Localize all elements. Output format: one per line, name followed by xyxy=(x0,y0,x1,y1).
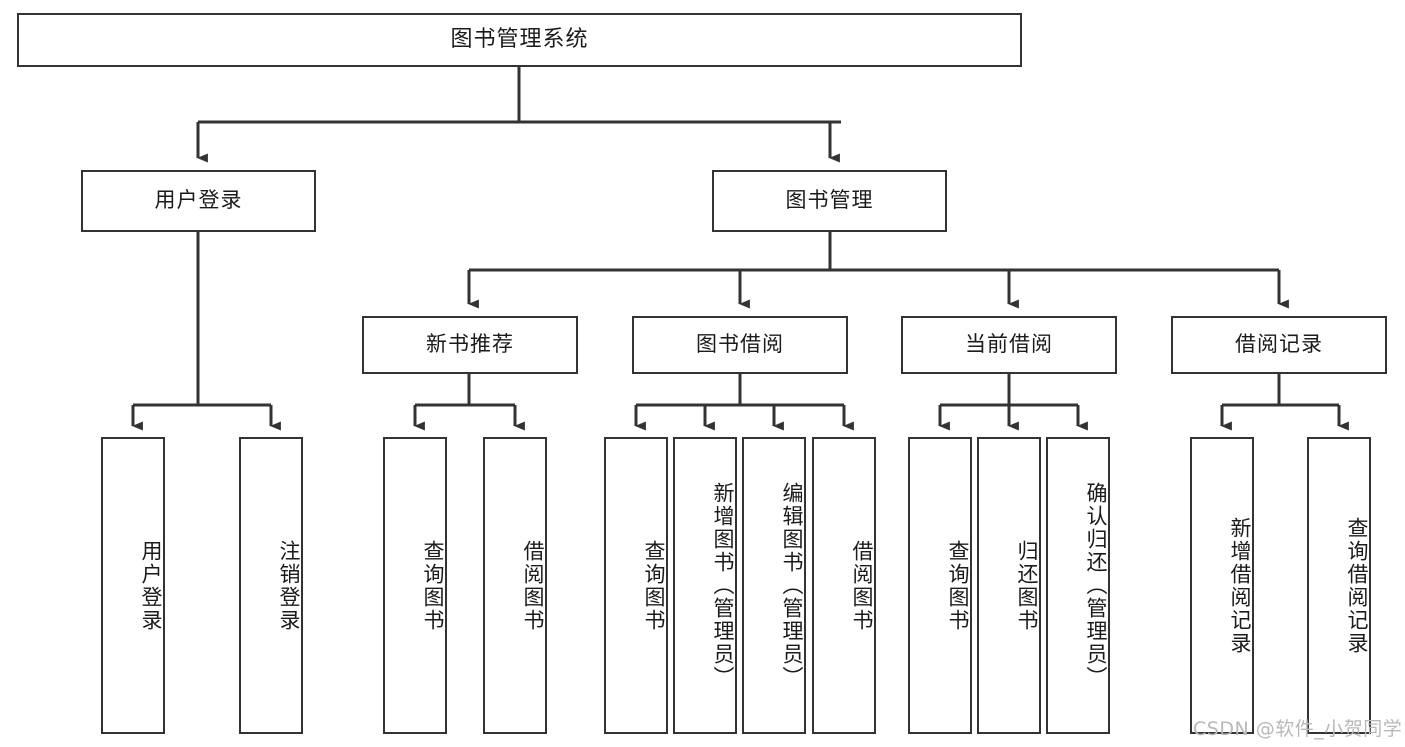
node-leaf-borrow-book-borrow[interactable]: 借阅图书 xyxy=(812,437,876,734)
node-label: 图书管理系统 xyxy=(450,26,589,52)
node-label: 编辑图书（管理员） xyxy=(780,482,804,689)
node-leaf-add-book-admin[interactable]: 新增图书（管理员） xyxy=(673,437,737,734)
node-label: 查询图书 xyxy=(642,539,666,632)
node-label: 用户登录 xyxy=(139,539,163,632)
node-label: 确认归还（管理员） xyxy=(1084,482,1108,689)
node-label: 注销登录 xyxy=(277,539,301,632)
node-label: 借阅图书 xyxy=(850,539,874,632)
node-current-borrow[interactable]: 当前借阅 xyxy=(901,316,1117,374)
node-borrow-record[interactable]: 借阅记录 xyxy=(1171,316,1387,374)
node-book-management[interactable]: 图书管理 xyxy=(712,170,947,232)
node-leaf-logout[interactable]: 注销登录 xyxy=(239,437,303,734)
node-user-login[interactable]: 用户登录 xyxy=(81,170,316,232)
node-new-book-recommend[interactable]: 新书推荐 xyxy=(362,316,578,374)
node-label: 图书管理 xyxy=(785,188,874,213)
node-label: 用户登录 xyxy=(154,188,243,213)
node-leaf-query-borrow-record[interactable]: 查询借阅记录 xyxy=(1307,437,1371,734)
watermark-text: CSDN @软件_小贺同学 xyxy=(1193,718,1403,740)
node-label: 借阅图书 xyxy=(521,539,545,632)
node-leaf-user-login[interactable]: 用户登录 xyxy=(101,437,165,734)
node-label: 归还图书 xyxy=(1015,539,1039,632)
node-label: 图书借阅 xyxy=(696,332,784,357)
node-leaf-add-borrow-record[interactable]: 新增借阅记录 xyxy=(1190,437,1254,734)
node-leaf-query-book-borrow[interactable]: 查询图书 xyxy=(604,437,668,734)
node-label: 新增借阅记录 xyxy=(1228,516,1252,655)
node-label: 查询图书 xyxy=(421,539,445,632)
node-leaf-return-book[interactable]: 归还图书 xyxy=(977,437,1041,734)
node-label: 借阅记录 xyxy=(1235,332,1323,357)
node-label: 新增图书（管理员） xyxy=(711,482,735,689)
node-leaf-confirm-return-admin[interactable]: 确认归还（管理员） xyxy=(1046,437,1110,734)
node-label: 新书推荐 xyxy=(426,332,514,357)
node-book-borrow[interactable]: 图书借阅 xyxy=(632,316,848,374)
node-label: 查询图书 xyxy=(946,539,970,632)
node-root-book-management-system[interactable]: 图书管理系统 xyxy=(17,13,1022,67)
node-label: 查询借阅记录 xyxy=(1345,516,1369,655)
node-leaf-borrow-book-newbook[interactable]: 借阅图书 xyxy=(483,437,547,734)
node-leaf-query-book-current[interactable]: 查询图书 xyxy=(908,437,972,734)
node-label: 当前借阅 xyxy=(965,332,1053,357)
node-leaf-edit-book-admin[interactable]: 编辑图书（管理员） xyxy=(742,437,806,734)
node-leaf-query-book-newbook[interactable]: 查询图书 xyxy=(383,437,447,734)
